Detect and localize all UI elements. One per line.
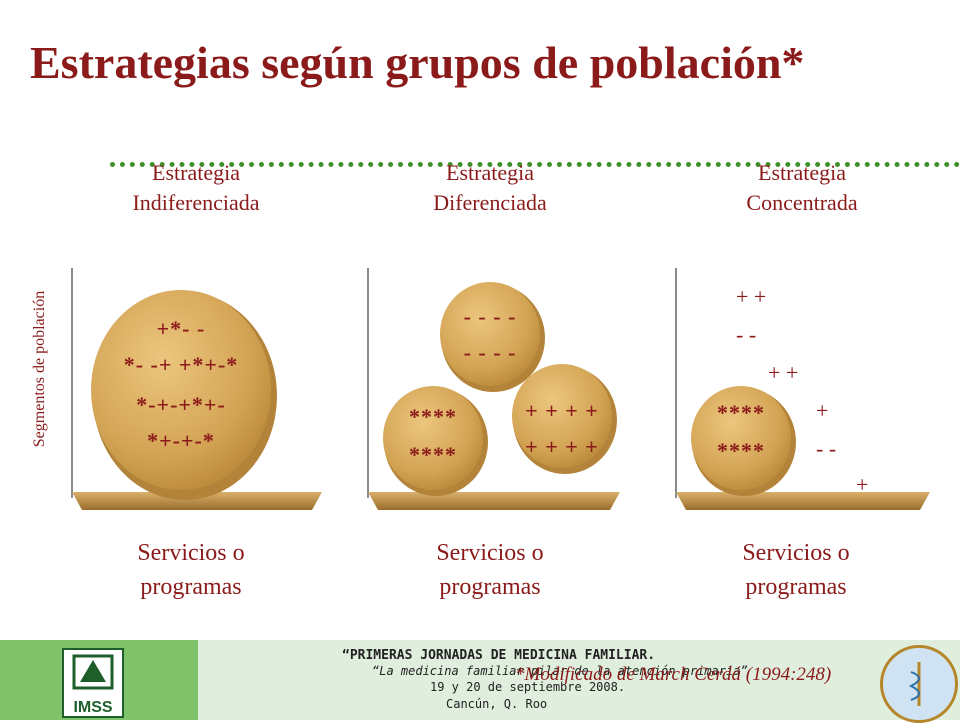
services-line1: Servicios o <box>436 540 544 566</box>
signs-row: **** <box>409 404 457 429</box>
signs-row: **** <box>717 400 765 425</box>
strategy-heading-concentrada: Estrategia Concentrada <box>692 158 912 218</box>
strategy-heading-diferenciada: Estrategia Diferenciada <box>380 158 600 218</box>
services-label-diferenciada: Servicios o programas <box>380 536 600 604</box>
signs-row: *- -+ +*+-* <box>123 352 239 377</box>
signs-row: - - - - <box>463 304 517 329</box>
services-line1: Servicios o <box>742 540 850 566</box>
panel-diferenciada <box>367 268 620 510</box>
strategy-line2: Diferenciada <box>433 190 547 215</box>
footer-event: “PRIMERAS JORNADAS DE MEDICINA FAMILIAR. <box>342 648 656 663</box>
dotted-divider <box>110 162 960 177</box>
strategy-line2: Indiferenciada <box>132 190 260 215</box>
segment-disc-right <box>512 364 612 468</box>
services-label-concentrada: Servicios o programas <box>686 536 906 604</box>
signs-row: +*- - <box>156 316 206 341</box>
footer-info-block <box>198 640 960 720</box>
signs-row: *-+-+*+- <box>136 392 226 417</box>
population-disc <box>91 290 271 490</box>
loose-signs: - - <box>736 322 757 347</box>
services-line2: programas <box>140 574 242 600</box>
services-line2: programas <box>439 574 541 600</box>
strategy-line2: Concentrada <box>746 190 858 215</box>
footer-theme: “La medicina familiar pilar de la atenci… <box>372 664 748 678</box>
caduceus-icon <box>908 662 921 706</box>
footer-place: Cancún, Q. Roo <box>446 697 548 711</box>
services-line1: Servicios o <box>137 540 245 566</box>
logo-text: IMSS <box>73 699 113 716</box>
loose-signs: + + <box>768 360 799 385</box>
signs-row: + + + + <box>525 434 599 459</box>
eagle-emblem-icon <box>72 654 114 690</box>
strategy-line1: Estrategia <box>152 160 240 185</box>
strategy-line1: Estrategia <box>446 160 534 185</box>
segment-disc-top <box>440 282 540 386</box>
services-line2: programas <box>745 574 847 600</box>
segment-disc-left <box>383 386 483 490</box>
shelf <box>676 492 930 510</box>
conference-seal <box>880 645 958 723</box>
services-label-indiferenciada: Servicios o programas <box>81 536 301 604</box>
loose-signs: + + <box>736 284 767 309</box>
shelf <box>72 492 322 510</box>
segment-disc-target <box>691 386 791 490</box>
loose-signs: + <box>856 472 869 497</box>
source-note: *Modificado de March Cerdá (1994:248) <box>515 664 832 685</box>
strategy-line1: Estrategia <box>758 160 846 185</box>
slide-title: Estrategias según grupos de población* <box>30 37 805 88</box>
footer-dates: 19 y 20 de septiembre 2008. <box>430 680 626 694</box>
signs-row: **** <box>409 442 457 467</box>
imss-logo: IMSS <box>62 648 124 718</box>
signs-row: + + + + <box>525 398 599 423</box>
panel-indiferenciada <box>71 268 322 510</box>
signs-row: - - - - <box>463 340 517 365</box>
panel-concentrada <box>675 268 930 510</box>
loose-signs: - - <box>816 436 837 461</box>
signs-row: *+-+-* <box>147 428 215 453</box>
loose-signs: + <box>816 398 829 423</box>
strategy-heading-indiferenciada: Estrategia Indiferenciada <box>86 158 306 218</box>
signs-row: **** <box>717 438 765 463</box>
shelf <box>368 492 620 510</box>
